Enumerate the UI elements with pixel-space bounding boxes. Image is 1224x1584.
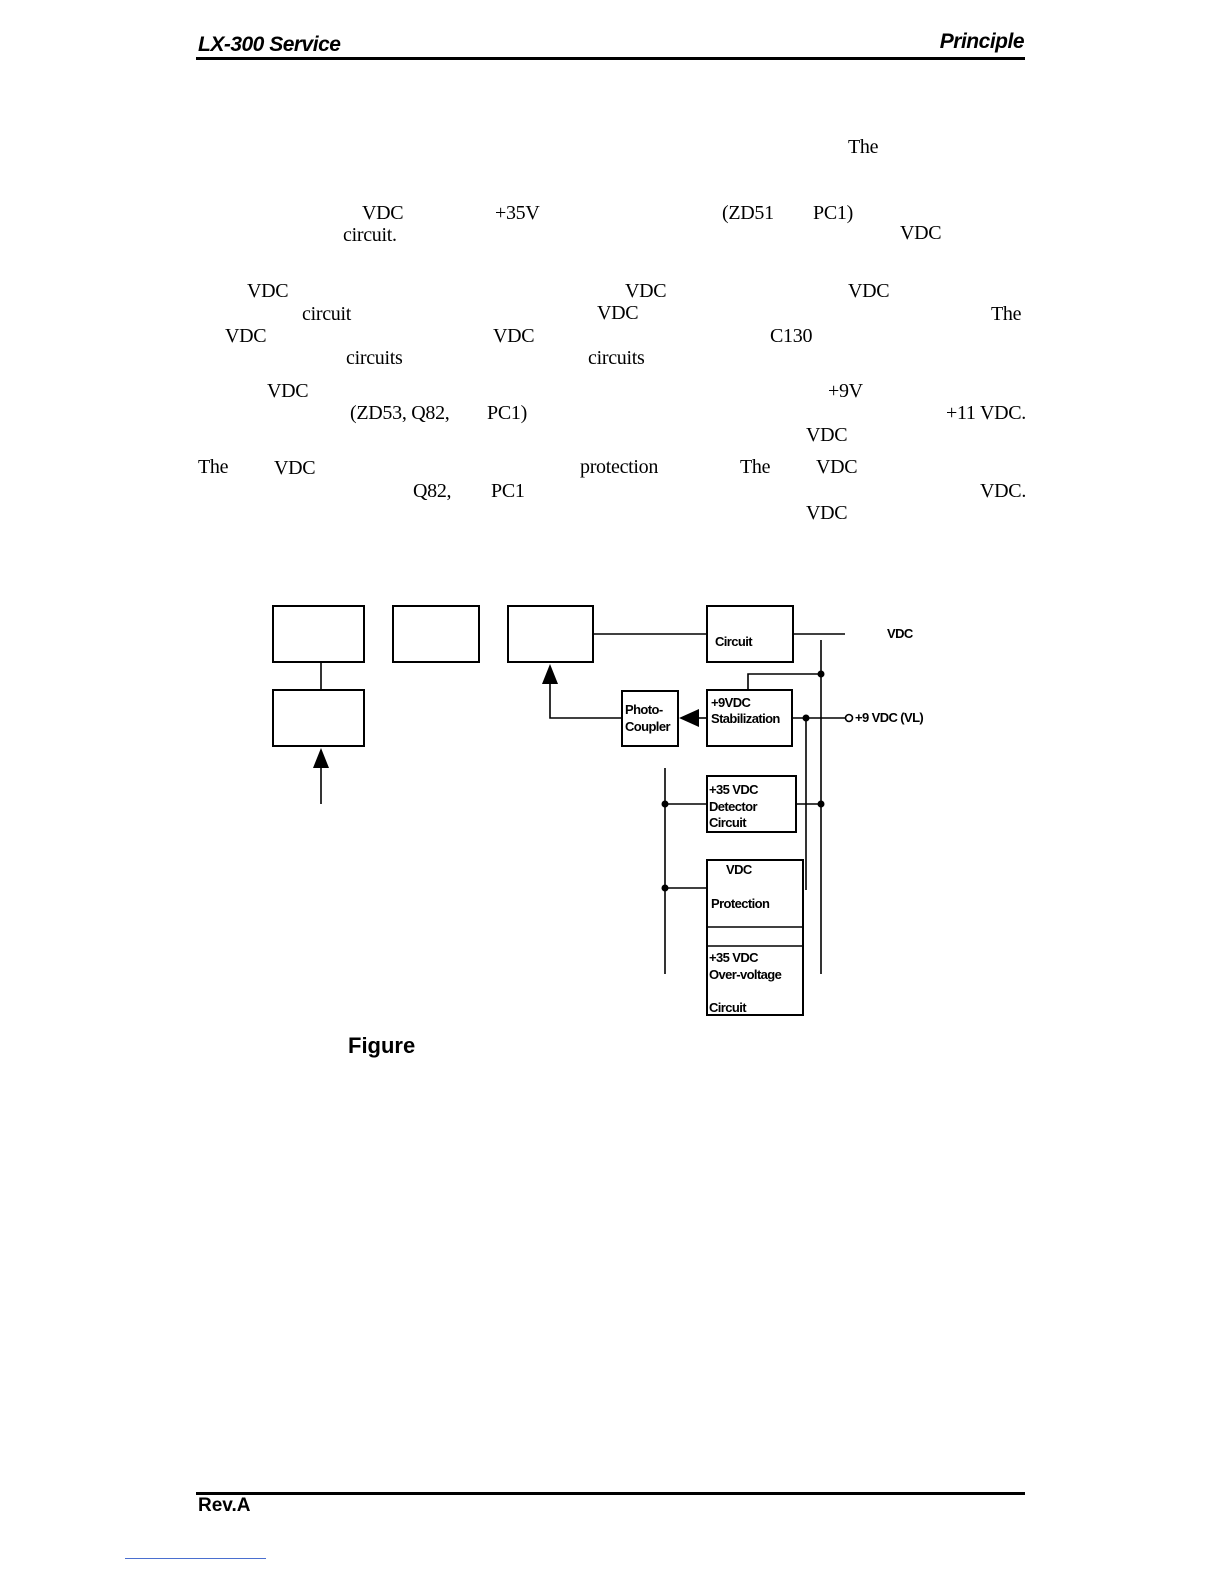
text-fragment: VDC xyxy=(493,325,535,347)
detector-label-3: Circuit xyxy=(709,815,747,830)
text-fragment: VDC xyxy=(848,280,890,302)
photo-coupler-label-1: Photo- xyxy=(625,702,663,717)
text-fragment: The xyxy=(991,303,1022,325)
input-arrow xyxy=(313,748,329,768)
header-title: LX-300 Service xyxy=(198,33,341,56)
text-fragment: VDC xyxy=(274,457,316,479)
junction-dot xyxy=(817,800,825,808)
text-fragment: The xyxy=(740,456,771,478)
text-fragment: circuit. xyxy=(343,224,397,246)
text-fragment: VDC xyxy=(806,424,848,446)
output-voltage-label: VDC xyxy=(887,626,914,641)
photo-coupler-box xyxy=(621,690,679,747)
text-fragment: +9V xyxy=(828,380,863,402)
junction-dot xyxy=(817,670,825,678)
text-fragment: PC1) xyxy=(487,402,527,424)
feedback-arrow xyxy=(542,664,558,684)
text-fragment: +35V xyxy=(495,202,540,224)
text-fragment: circuit xyxy=(302,303,351,325)
bus-to-stabilization-wire xyxy=(747,673,821,690)
text-fragment: The xyxy=(198,456,229,478)
footer-rule xyxy=(196,1492,1025,1495)
overvoltage-label-2: Over-voltage xyxy=(709,967,782,982)
figure-caption: Figure xyxy=(348,1033,416,1058)
text-fragment: VDC xyxy=(625,280,667,302)
text-fragment: VDC xyxy=(247,280,289,302)
text-fragment: circuits xyxy=(346,347,403,369)
header-rule xyxy=(196,57,1025,60)
protection-label-2: Protection xyxy=(711,896,770,911)
text-fragment: Q82, xyxy=(413,480,452,502)
text-fragment: PC1 xyxy=(491,480,525,502)
vl-terminal xyxy=(844,713,854,723)
text-fragment: VDC xyxy=(900,222,942,244)
text-fragment: VDC. xyxy=(980,480,1027,502)
text-fragment: VDC xyxy=(806,502,848,524)
photo-coupler-label-2: Coupler xyxy=(625,719,670,734)
detector-label-1: +35 VDC xyxy=(709,782,759,797)
protection-block xyxy=(706,859,804,1016)
feedback-wire xyxy=(549,684,622,719)
link-underline xyxy=(125,1558,266,1559)
text-fragment: VDC xyxy=(597,302,639,324)
footer-revision: Rev.A xyxy=(198,1495,251,1516)
text-fragment: VDC xyxy=(362,202,404,224)
text-fragment: (ZD51 xyxy=(722,202,774,224)
output-circuit-label: Circuit xyxy=(715,634,753,649)
text-fragment: VDC xyxy=(816,456,858,478)
junction-dot xyxy=(661,884,669,892)
stabilization-label-1: +9VDC xyxy=(711,695,751,710)
overvoltage-label-3: Circuit xyxy=(709,1000,747,1015)
text-fragment: +11 VDC. xyxy=(946,402,1027,424)
text-fragment: C130 xyxy=(770,325,813,347)
junction-dot xyxy=(661,800,669,808)
text-fragment: The xyxy=(848,136,879,158)
coupler-arrow xyxy=(679,709,699,727)
stabilization-label-2: Stabilization xyxy=(711,711,780,726)
switching-block xyxy=(507,605,594,663)
left-block-upper xyxy=(272,605,365,663)
text-fragment: VDC xyxy=(267,380,309,402)
overvoltage-label-1: +35 VDC xyxy=(709,950,759,965)
vl-output-label: +9 VDC (VL) xyxy=(855,710,923,725)
text-fragment: PC1) xyxy=(813,202,853,224)
middle-block xyxy=(392,605,480,663)
detector-label-2: Detector xyxy=(709,799,757,814)
left-block-lower xyxy=(272,689,365,747)
text-fragment: protection xyxy=(580,456,659,478)
text-fragment: (ZD53, Q82, xyxy=(350,402,450,424)
text-fragment: circuits xyxy=(588,347,645,369)
protection-label-1: VDC xyxy=(726,862,753,877)
header-section: Principle xyxy=(939,30,1025,53)
text-fragment: VDC xyxy=(225,325,267,347)
